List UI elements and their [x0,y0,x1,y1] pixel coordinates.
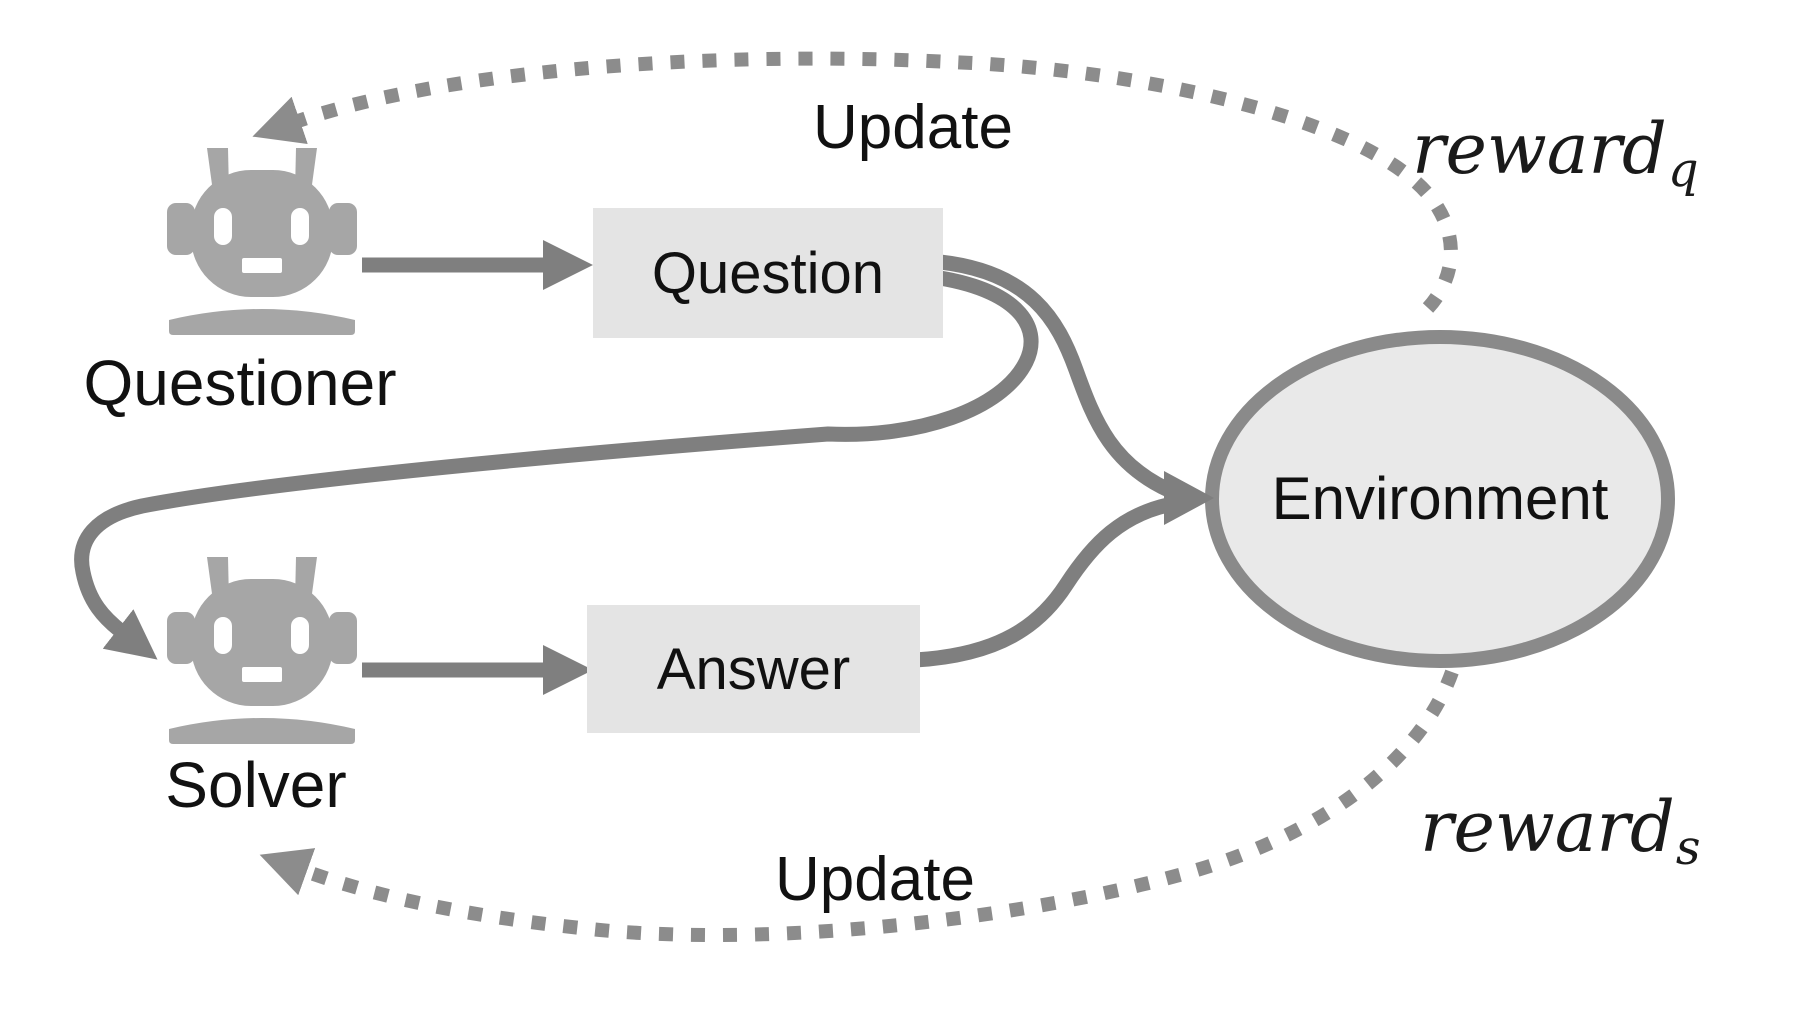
edge-question-to-solver [74,270,1039,660]
question-box: Question [593,208,943,338]
reward-s-base: reward [1420,786,1675,868]
answer-box-label: Answer [656,636,851,702]
answer-box: Answer [587,605,920,733]
reward-q-label: rewardq [1412,114,1699,194]
question-box-label: Question [651,240,885,306]
edge-question-to-environment [939,254,1181,501]
update-label-top: Update [813,93,1013,162]
questioner-robot-icon [167,148,357,335]
questioner-label: Questioner [83,347,397,419]
edge-environment-to-solver-dotted [259,669,1459,943]
reward-s-subscript: s [1675,820,1701,877]
reward-q-subscript: q [1667,142,1699,199]
update-label-bottom: Update [775,845,975,914]
environment-arrowhead [1164,471,1214,525]
edge-environment-to-questioner-dotted [252,51,1458,313]
solver-robot-icon [167,557,357,744]
reward-q-base: reward [1412,108,1667,190]
solver-label: Solver [165,749,347,821]
reward-s-label: rewards [1420,792,1700,872]
environment-label: Environment [1271,465,1609,532]
edge-answer-to-environment [914,495,1180,668]
